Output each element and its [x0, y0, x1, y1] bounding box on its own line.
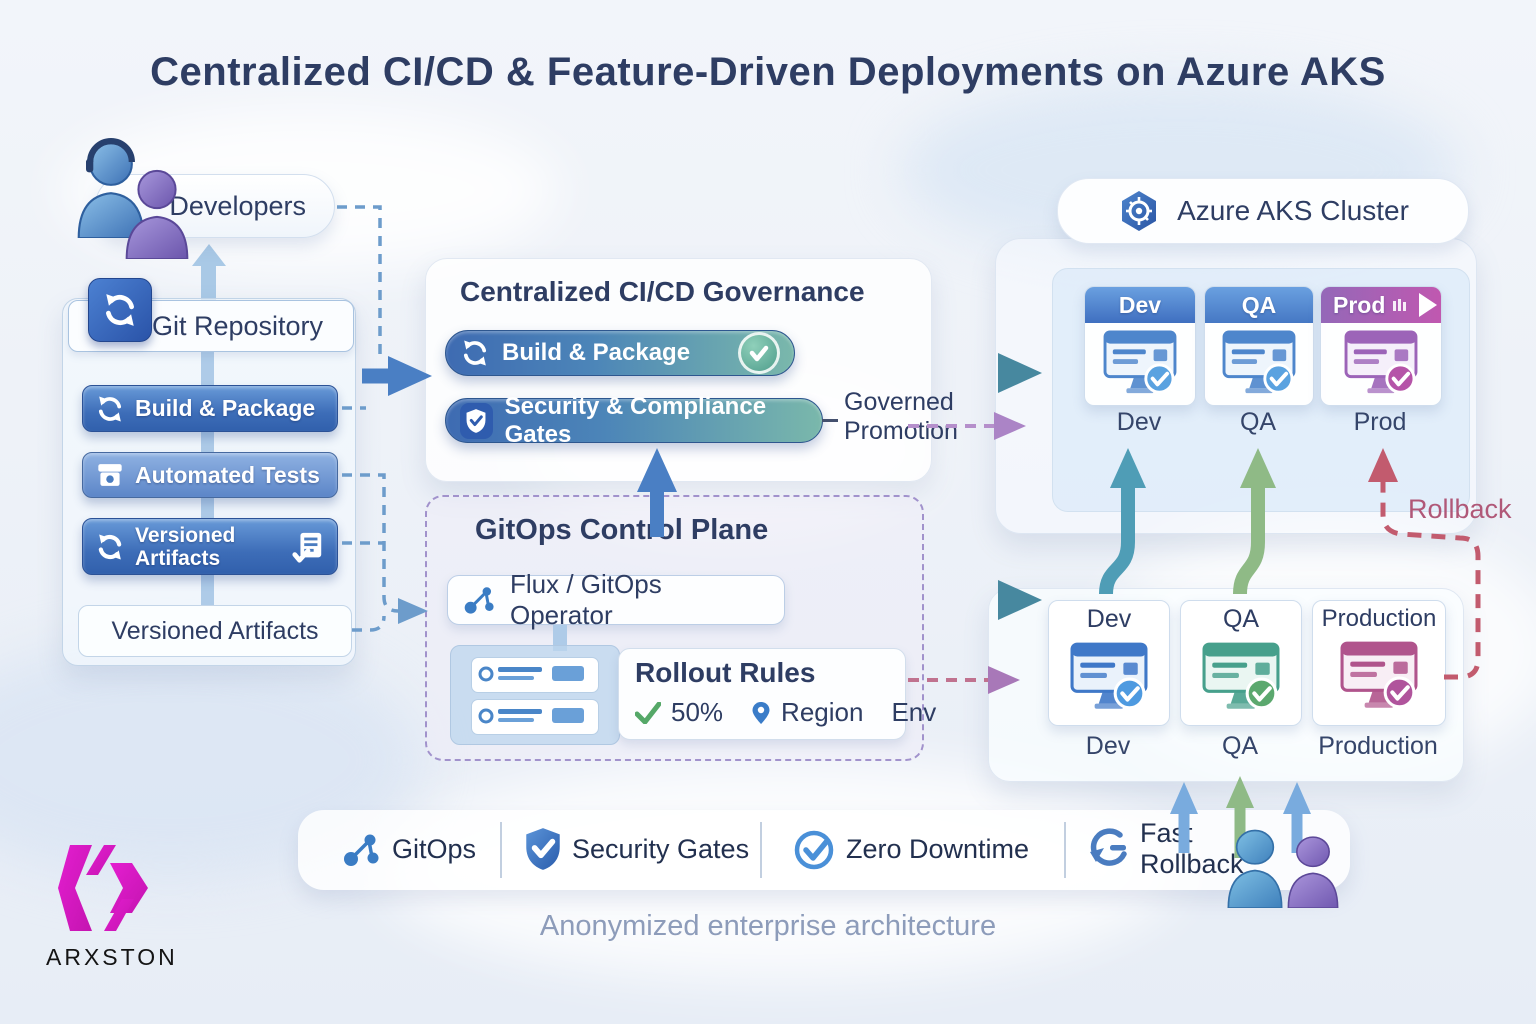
server-row [471, 699, 599, 735]
aks-title: Azure AKS Cluster [1177, 195, 1409, 226]
rollout-rules-box: Rollout Rules 50% Region Env [618, 648, 936, 740]
env-dev-header: Dev [1086, 605, 1132, 633]
document-check-icon [291, 530, 325, 564]
check-icon [635, 701, 661, 724]
env-qa-card: QA [1180, 600, 1302, 726]
versioned-artifacts-box: Versioned Artifacts [78, 605, 352, 657]
versioned-artifacts-box-label: Versioned Artifacts [111, 616, 319, 645]
sync-arrows-icon [95, 532, 125, 562]
legend-gitops: GitOps [392, 834, 477, 864]
aks-dev-header: Dev [1085, 287, 1195, 323]
aks-prod-header: Prod [1321, 287, 1441, 323]
rollout-percent: 50% [671, 697, 724, 727]
governance-security-gates: Security & Compliance Gates [445, 393, 823, 448]
footer-caption: Anonymized enterprise architecture [539, 910, 997, 942]
env-production-card: Production [1312, 600, 1446, 726]
developer-user-icon [122, 165, 192, 259]
governance-security-gates-label: Security & Compliance Gates [504, 392, 767, 448]
gitops-connector [553, 625, 567, 651]
monitor-check-icon [1313, 633, 1445, 721]
versioned-artifacts-step: Versioned Artifacts [82, 518, 338, 575]
check-circle-icon [792, 828, 836, 872]
aks-qa-label: QA [1239, 408, 1277, 436]
commit-up-arrow-stem [201, 264, 216, 302]
aks-qa-header: QA [1205, 287, 1313, 323]
git-repository-label: Git Repository [151, 310, 323, 341]
flux-operator-box: Flux / GitOps Operator [447, 569, 785, 630]
brand-name: ARXSTON [46, 944, 178, 970]
automated-tests-label: Automated Tests [135, 461, 320, 488]
rotate-ccw-icon [1086, 828, 1132, 872]
monitor-check-icon [1085, 323, 1195, 405]
archive-box-icon [95, 460, 125, 490]
env-dev-label: Dev [1085, 732, 1131, 760]
monitor-check-icon [1321, 323, 1441, 405]
kubernetes-hexagon-icon [1117, 189, 1161, 233]
monitor-check-icon [1205, 323, 1313, 405]
rollout-env: Env [891, 697, 937, 727]
env-qa-label: QA [1221, 732, 1259, 760]
env-production-label: Production [1318, 732, 1438, 760]
aks-qa-card: QA [1204, 286, 1314, 406]
legend-divider [1064, 822, 1066, 878]
governance-title: Centralized CI/CD Governance [460, 276, 865, 307]
pipeline-connector [201, 352, 214, 385]
end-user-icon [1224, 828, 1286, 908]
check-circle-icon [738, 332, 780, 374]
legend-zero-downtime: Zero Downtime [846, 834, 1030, 864]
rollout-region: Region [781, 697, 864, 727]
git-sync-icon [88, 278, 152, 342]
monitor-check-icon [1181, 634, 1301, 722]
gear-sync-icon [95, 394, 125, 424]
monitor-check-icon [1049, 634, 1169, 722]
legend-divider [500, 822, 502, 878]
build-package-label: Build & Package [135, 395, 316, 421]
bars-icon [1393, 299, 1407, 311]
governed-promotion-tick [822, 419, 838, 422]
aks-title-pill: Azure AKS Cluster [1057, 178, 1469, 244]
governance-build-package: Build & Package [445, 330, 795, 376]
pipeline-connector [201, 432, 214, 452]
server-row [471, 657, 599, 693]
rollout-rules-title: Rollout Rules [635, 657, 816, 688]
gitops-title: GitOps Control Plane [475, 514, 769, 546]
aks-dev-label: Dev [1116, 408, 1162, 436]
shield-check-icon [522, 826, 564, 872]
automated-tests-step: Automated Tests [82, 452, 338, 498]
branch-nodes-icon [342, 830, 382, 870]
play-icon [1419, 293, 1437, 317]
build-package-step: Build & Package [82, 385, 338, 432]
pipeline-connector [201, 498, 214, 518]
env-qa-header: QA [1222, 605, 1260, 633]
end-user-icon [1284, 834, 1342, 908]
page-title: Centralized CI/CD & Feature-Driven Deplo… [150, 50, 1386, 94]
pipeline-connector [201, 575, 214, 605]
aks-dev-card: Dev [1084, 286, 1196, 406]
map-pin-icon [751, 700, 771, 726]
aks-prod-label: Prod [1353, 408, 1407, 436]
config-store-servers [450, 645, 620, 745]
aks-prod-card: Prod [1320, 286, 1442, 406]
legend-security-gates: Security Gates [572, 834, 750, 864]
legend-divider [760, 822, 762, 878]
branch-nodes-icon [462, 583, 498, 617]
governed-promotion-label: Governed Promotion [844, 388, 958, 445]
shield-check-icon [460, 402, 493, 439]
gear-sync-icon [460, 338, 490, 368]
rollback-label: Rollback [1408, 494, 1512, 524]
legend-bar: GitOps Security Gates Zero Downtime [298, 810, 1350, 890]
flux-operator-label: Flux / GitOps Operator [510, 569, 662, 630]
arxston-logo [58, 840, 158, 936]
env-production-header: Production [1321, 605, 1437, 632]
env-dev-card: Dev [1048, 600, 1170, 726]
commit-up-arrow [192, 244, 226, 266]
versioned-artifacts-label: Versioned Artifacts [135, 523, 236, 570]
connector-artifact-box-dashed [352, 615, 386, 632]
governance-build-package-label: Build & Package [502, 339, 691, 366]
